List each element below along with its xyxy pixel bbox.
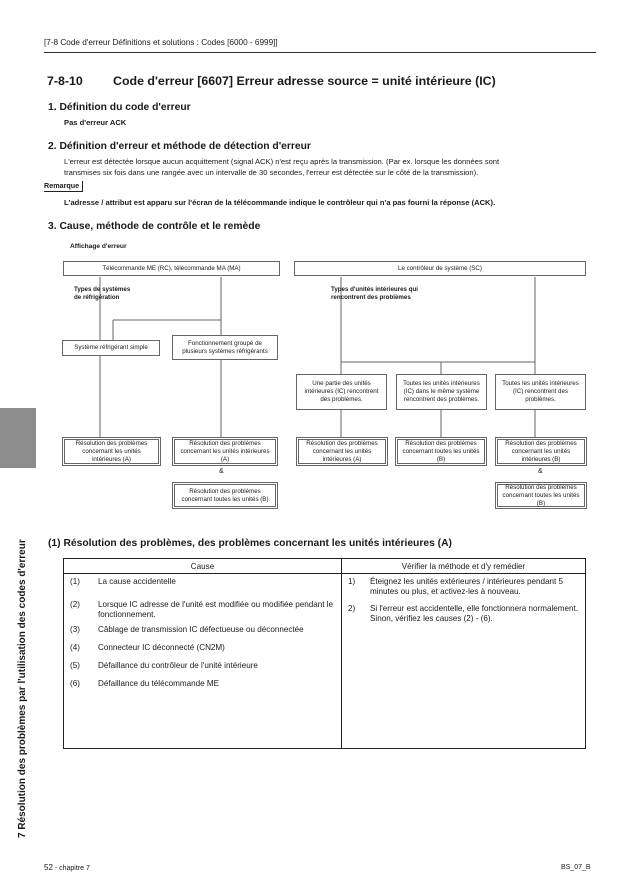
header-divider [44, 52, 596, 53]
col-header-check: Vérifier la méthode et d'y remédier [341, 558, 586, 574]
subsection-title: (1) Résolution des problèmes, des problè… [48, 538, 452, 549]
causes-cell: (1)La cause accidentelle (2)Lorsque IC a… [63, 573, 342, 749]
checks-cell: 1)Éteignez les unités extérieures / inté… [341, 573, 586, 749]
cause-item: (4)Connecteur IC déconnecté (CN2M) [70, 643, 225, 652]
remark-text: L'adresse / attribut est apparu sur l'éc… [64, 198, 496, 207]
diagram-header-remote: Télécommande ME (RC), télécommande MA (M… [63, 261, 280, 276]
s2-title: 2. Définition d'erreur et méthode de dét… [48, 141, 311, 152]
amp-right: & [538, 468, 543, 475]
footer-page: 52 - chapitre 7 [44, 863, 90, 872]
amp-left: & [219, 468, 224, 475]
cause-item: (6)Défaillance du télécommande ME [70, 679, 220, 688]
s2-line2: transmises six fois dans une rangée avec… [64, 168, 479, 177]
s1-text: Pas d'erreur ACK [64, 118, 127, 127]
cause-item: (5)Défaillance du contrôleur de l'unité … [70, 661, 258, 670]
cause-table: Cause Vérifier la méthode et d'y remédie… [63, 558, 586, 749]
section-title: Code d'erreur [6607] Erreur adresse sour… [113, 74, 496, 88]
section-number: 7-8-10 [47, 74, 83, 88]
cause-item: (1)La cause accidentelle [70, 577, 176, 586]
remark-label: Remarque [44, 181, 84, 192]
s2-line1: L'erreur est détectée lorsque aucun acqu… [64, 157, 500, 166]
check-item: 2)Si l'erreur est accidentelle, elle fon… [348, 604, 579, 623]
chapter-side-text: 7 Résolution des problèmes par l'utilisa… [17, 539, 28, 838]
diagram-header-system-controller: Le contrôleur de système (SC) [294, 261, 586, 276]
cause-item: (2)Lorsque IC adresse de l'unité est mod… [70, 600, 334, 619]
s3-title: 3. Cause, méthode de contrôle et le remè… [48, 221, 261, 232]
cause-item: (3)Câblage de transmission IC défectueus… [70, 625, 304, 634]
s1-title: 1. Définition du code d'erreur [48, 102, 191, 113]
error-display-label: Affichage d'erreur [70, 243, 127, 250]
col-header-cause: Cause [63, 558, 342, 574]
box-all-units-same-system: Toutes les unités intérieures(IC) dans l… [396, 374, 487, 410]
box-all-units: Toutes les unités intérieures(IC) rencon… [495, 374, 586, 410]
breadcrumb: [7-8 Code d'erreur Définitions et soluti… [44, 38, 278, 47]
chapter-side-tab [0, 408, 36, 468]
box-simple-system: Système réfrigérant simple [62, 340, 160, 356]
check-item: 1)Éteignez les unités extérieures / inté… [348, 577, 564, 596]
footer-code: BS_07_B [561, 864, 591, 871]
